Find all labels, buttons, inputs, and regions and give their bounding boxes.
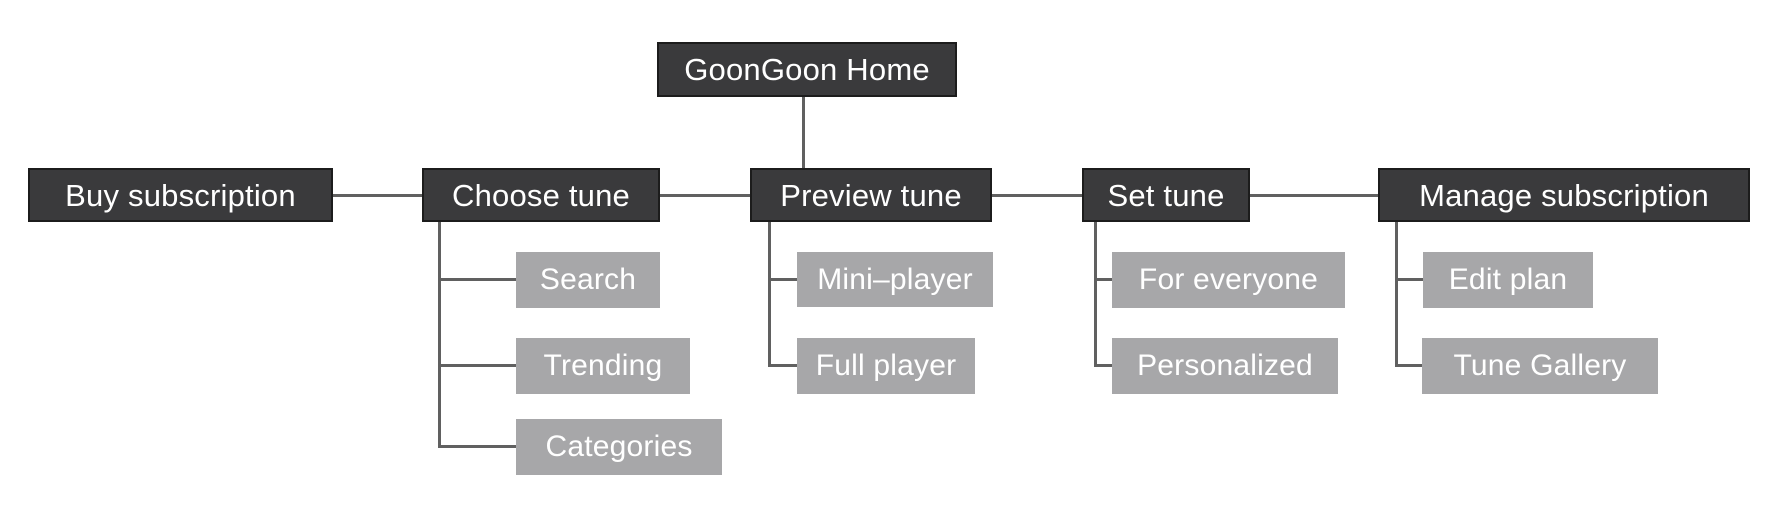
node-categories: Categories (516, 419, 722, 475)
node-choose-tune: Choose tune (422, 168, 660, 222)
node-full-player: Full player (797, 338, 975, 394)
trunk-manage-subscription (1395, 222, 1398, 367)
connector-home-preview (802, 97, 805, 168)
connector-buy-choose (333, 194, 422, 197)
connector-preview-set (992, 194, 1082, 197)
connector-set-manage (1250, 194, 1378, 197)
stub-full-player (768, 364, 797, 367)
stub-edit-plan (1395, 278, 1423, 281)
node-trending: Trending (516, 338, 690, 394)
node-goongoon-home: GoonGoon Home (657, 42, 957, 97)
trunk-set-tune (1094, 222, 1097, 367)
node-mini-player: Mini–player (797, 252, 993, 307)
connector-choose-preview (660, 194, 750, 197)
node-set-tune: Set tune (1082, 168, 1250, 222)
stub-mini-player (768, 278, 797, 281)
node-search: Search (516, 252, 660, 308)
stub-trending (438, 364, 516, 367)
node-tune-gallery: Tune Gallery (1422, 338, 1658, 394)
stub-search (438, 278, 516, 281)
stub-categories (438, 445, 516, 448)
trunk-choose-tune (438, 222, 441, 448)
trunk-preview-tune (768, 222, 771, 367)
node-personalized: Personalized (1112, 338, 1338, 394)
stub-for-everyone (1094, 278, 1112, 281)
node-buy-subscription: Buy subscription (28, 168, 333, 222)
node-edit-plan: Edit plan (1423, 252, 1593, 308)
stub-tune-gallery (1395, 364, 1422, 367)
node-manage-subscription: Manage subscription (1378, 168, 1750, 222)
stub-personalized (1094, 364, 1112, 367)
node-for-everyone: For everyone (1112, 252, 1345, 308)
node-preview-tune: Preview tune (750, 168, 992, 222)
